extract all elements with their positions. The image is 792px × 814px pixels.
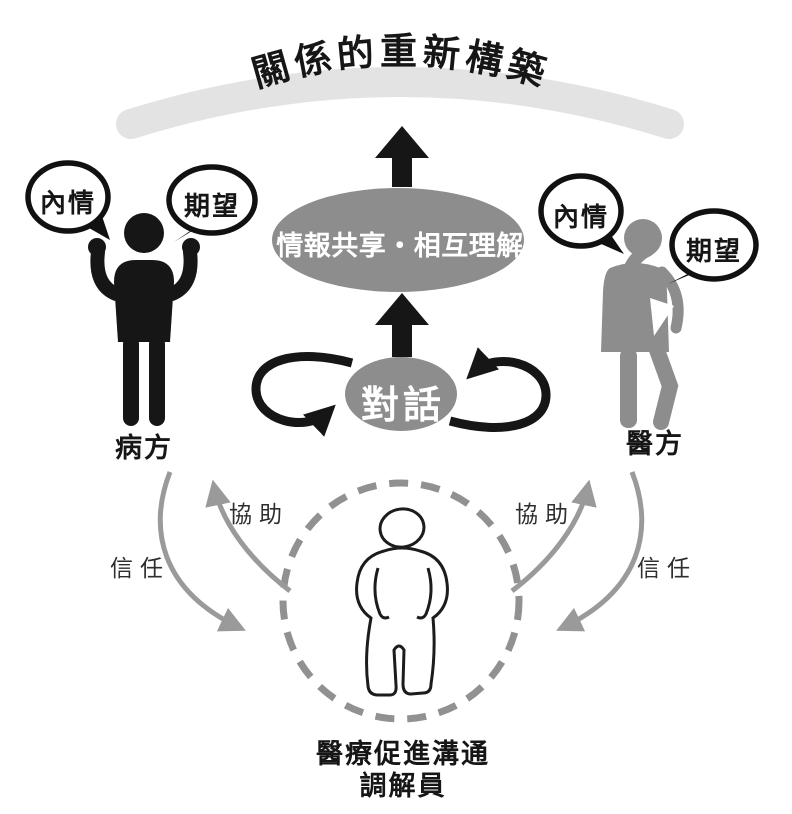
trust-left-label: 信任 <box>110 556 170 581</box>
assist-right-arrow-icon <box>510 479 597 593</box>
trust-right-arrow-icon <box>556 471 645 632</box>
assist-left-label: 協助 <box>229 502 289 527</box>
patient-bubble-inner <box>25 160 111 240</box>
doctor-bubble-inner-label: 內情 <box>552 203 609 232</box>
arrow-up-top-icon <box>375 126 429 187</box>
dialogue-loop-right-icon <box>448 347 551 432</box>
patient-figure-icon <box>88 213 200 426</box>
dialogue-ellipse <box>345 357 457 431</box>
dialogue-loop-left-icon <box>251 352 354 437</box>
patient-bubble-inner-label: 內情 <box>39 189 96 218</box>
trust-left-arrow-icon <box>157 471 246 632</box>
arrow-up-mid-icon <box>375 293 429 357</box>
doctor-bubble-expect-label: 期望 <box>685 237 742 266</box>
assist-right-label: 協助 <box>515 502 575 527</box>
doctor-bubble-inner <box>538 173 624 254</box>
dialogue-label: 對話 <box>360 385 445 427</box>
mediator-circle <box>279 479 523 723</box>
doctor-bubble-expect <box>668 208 759 284</box>
patient-label: 病方 <box>115 433 173 463</box>
mediator-label-line2: 調解員 <box>359 771 447 801</box>
doctor-figure-icon <box>601 219 684 430</box>
info-sharing-label: 情報共享・相互理解 <box>276 231 524 261</box>
patient-bubble-expect-label: 期望 <box>183 192 240 221</box>
mediator-figure-icon <box>355 507 449 697</box>
relationship-arc-band <box>116 67 684 139</box>
mediator-label-line1: 醫療促進溝通 <box>316 739 490 769</box>
doctor-label: 醫方 <box>626 429 684 459</box>
info-sharing-ellipse <box>272 188 524 292</box>
assist-left-arrow-icon <box>205 479 292 593</box>
trust-right-label: 信任 <box>637 556 697 581</box>
patient-bubble-expect <box>166 164 258 242</box>
